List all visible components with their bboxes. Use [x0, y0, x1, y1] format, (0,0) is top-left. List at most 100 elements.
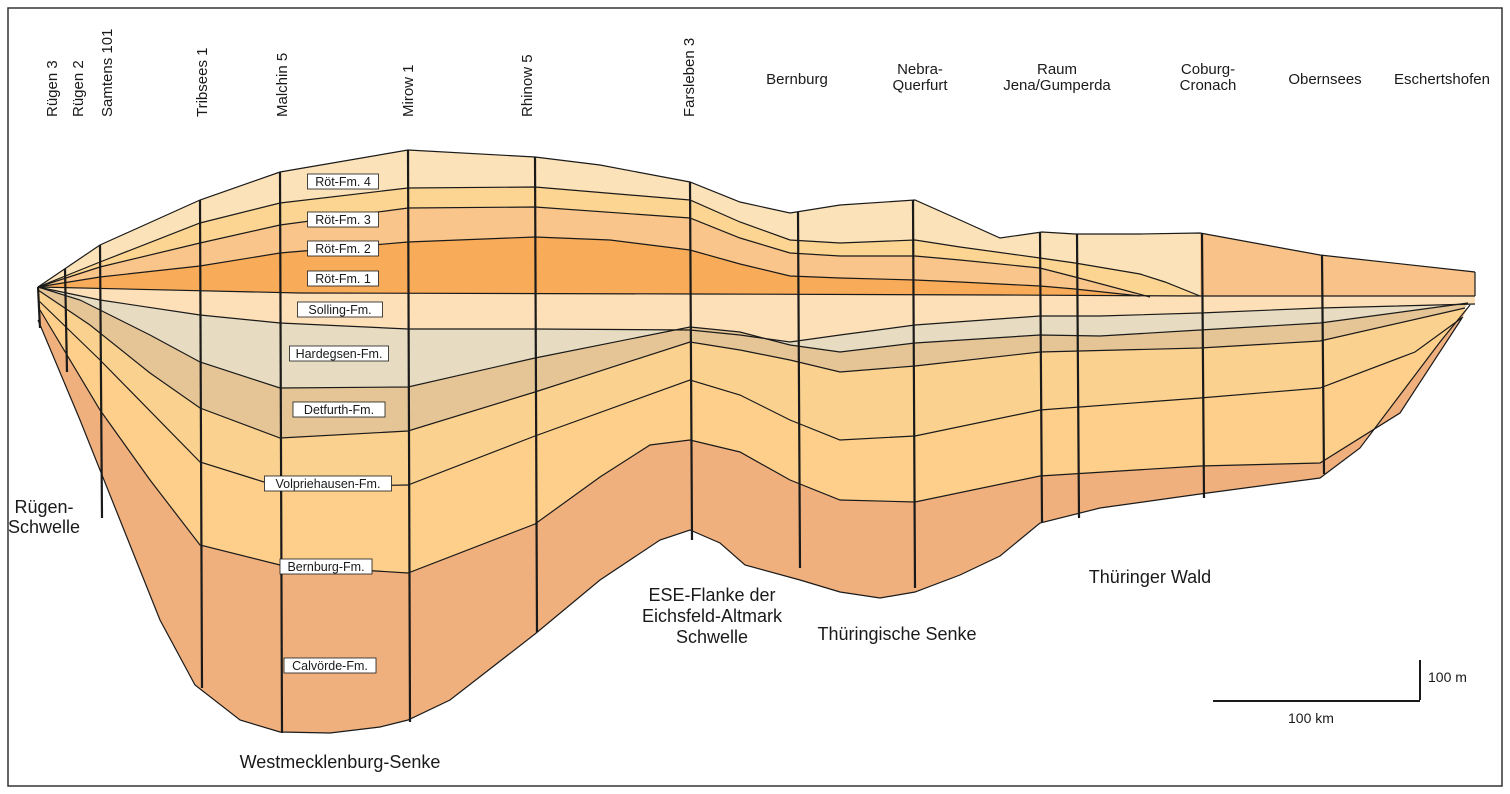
well-line-raum — [1038, 232, 1044, 523]
formation-label-box — [297, 301, 383, 318]
horizontal-scale-label: 100 km — [1288, 710, 1334, 726]
formation-label-roet2: Röt-Fm. 2 — [307, 240, 379, 257]
well-label-line: Bernburg — [766, 71, 828, 88]
formation-label-bernburgfm: Bernburg-Fm. — [279, 558, 373, 575]
well-label-tribsees1: Tribsees 1 — [194, 48, 211, 117]
well-line-samtens101 — [98, 244, 104, 519]
region-label-westmecklenburg: Westmecklenburg-Senke — [240, 752, 441, 772]
region-label-line: Thüringer Wald — [1089, 567, 1211, 587]
formation-layers — [38, 150, 1475, 733]
well-label-line: Cronach — [1180, 77, 1237, 94]
formation-label-box — [307, 173, 379, 190]
formation-label-box — [307, 240, 379, 257]
region-label-line: Westmecklenburg-Senke — [240, 752, 441, 772]
formation-label-box — [307, 211, 379, 228]
region-label-line: ESE-Flanke der — [648, 585, 775, 605]
well-label-bernburg: Bernburg — [766, 71, 828, 88]
well-line-nebra — [911, 200, 917, 589]
formation-label-text: Röt-Fm. 3 — [315, 213, 371, 227]
scale-bar: 100 m 100 km — [1213, 660, 1467, 726]
formation-label-box — [264, 475, 392, 492]
well-line-coburg — [1200, 233, 1206, 499]
well-line-tribsees1 — [198, 199, 204, 689]
region-label-line: Thüringische Senke — [817, 624, 976, 644]
formation-label-box — [283, 657, 377, 674]
boundary-line — [37, 286, 1475, 297]
vertical-scale-label: 100 m — [1428, 669, 1467, 685]
formation-label-text: Volpriehausen-Fm. — [276, 477, 381, 491]
formation-label-roet3: Röt-Fm. 3 — [307, 211, 379, 228]
layer-bernburgfm — [38, 300, 1463, 573]
formation-label-box — [307, 270, 379, 287]
well-label-nebra: Nebra-Querfurt — [892, 61, 948, 94]
boundary-line — [37, 299, 1464, 488]
formation-label-text: Hardegsen-Fm. — [296, 347, 383, 361]
formation-label-detfurth: Detfurth-Fm. — [292, 401, 386, 418]
well-line-ruegen3 — [36, 286, 42, 329]
formation-label-text: Röt-Fm. 2 — [315, 242, 371, 256]
well-label-line: Eschertshofen — [1394, 71, 1490, 88]
well-label-line: Raum — [1037, 61, 1077, 78]
formation-label-solling: Solling-Fm. — [297, 301, 383, 318]
well-label-line: Obernsees — [1288, 71, 1361, 88]
formation-label-text: Solling-Fm. — [308, 303, 371, 317]
formation-label-hardegsen: Hardegsen-Fm. — [289, 345, 389, 362]
boundary-line — [37, 206, 1151, 298]
well-line-obernsees — [1320, 255, 1326, 475]
figure-frame — [7, 7, 1503, 787]
formation-label-box — [279, 558, 373, 575]
region-label-thueringer-wald: Thüringer Wald — [1089, 567, 1211, 587]
well-label-line: Nebra- — [897, 61, 943, 78]
formation-label-roet1: Röt-Fm. 1 — [307, 270, 379, 287]
boundary-line — [37, 186, 1201, 297]
well-line-mirow1 — [406, 149, 412, 723]
well-label-line: Querfurt — [892, 77, 948, 94]
layer-volpriehausen — [38, 290, 1465, 487]
well-line-bernburg — [796, 211, 802, 569]
formation-label-text: Detfurth-Fm. — [304, 403, 374, 417]
well-line-rhinow5 — [533, 156, 539, 633]
boundary-line — [37, 286, 1469, 389]
well-label-line: Coburg- — [1181, 61, 1235, 78]
well-label-eschertshofen: Eschertshofen — [1394, 71, 1490, 88]
region-label-thueringische-senke: Thüringische Senke — [817, 624, 976, 644]
region-label-ruegen-schwelle: Rügen-Schwelle — [8, 497, 80, 537]
formation-label-text: Röt-Fm. 4 — [315, 175, 371, 189]
well-label-line: Jena/Gumperda — [1003, 77, 1111, 94]
layer-roet1 — [38, 237, 1475, 296]
well-label-rhinow5: Rhinow 5 — [519, 54, 536, 117]
well-label-samtens101: Samtens 101 — [99, 29, 116, 117]
well-line-raum2 — [1075, 233, 1081, 519]
formation-label-calvoerde: Calvörde-Fm. — [283, 657, 377, 674]
boundary-line — [37, 289, 1466, 439]
well-line-farsleben3 — [688, 181, 694, 541]
formation-label-text: Calvörde-Fm. — [292, 659, 368, 673]
layer-roet-east-block — [1200, 233, 1475, 296]
formation-boundaries — [37, 149, 1476, 734]
region-label-line: Eichsfeld-Altmark — [642, 606, 783, 626]
boundary-line — [39, 309, 1463, 574]
layer-hardegsen — [38, 287, 1475, 388]
well-label-ruegen3: Rügen 3 — [44, 60, 61, 117]
layer-calvoerde — [38, 305, 1470, 733]
well-label-mirow1: Mirow 1 — [400, 64, 417, 117]
layer-detfurth — [38, 287, 1468, 438]
region-labels: Rügen-SchwelleWestmecklenburg-SenkeESE-F… — [8, 497, 1211, 772]
boundary-line — [37, 236, 1141, 297]
formation-label-box — [289, 345, 389, 362]
well-lines — [36, 149, 1326, 734]
formation-label-roet4: Röt-Fm. 4 — [307, 173, 379, 190]
formation-label-volpriehausen: Volpriehausen-Fm. — [264, 475, 392, 492]
well-label-malchin5: Malchin 5 — [274, 53, 291, 117]
region-label-line: Rügen- — [14, 497, 73, 517]
well-label-farsleben3: Farsleben 3 — [681, 38, 698, 117]
boundary-line — [37, 304, 1471, 734]
well-label-coburg: Coburg-Cronach — [1180, 61, 1237, 94]
layer-roet4 — [38, 150, 1475, 296]
region-label-line: Schwelle — [676, 627, 748, 647]
